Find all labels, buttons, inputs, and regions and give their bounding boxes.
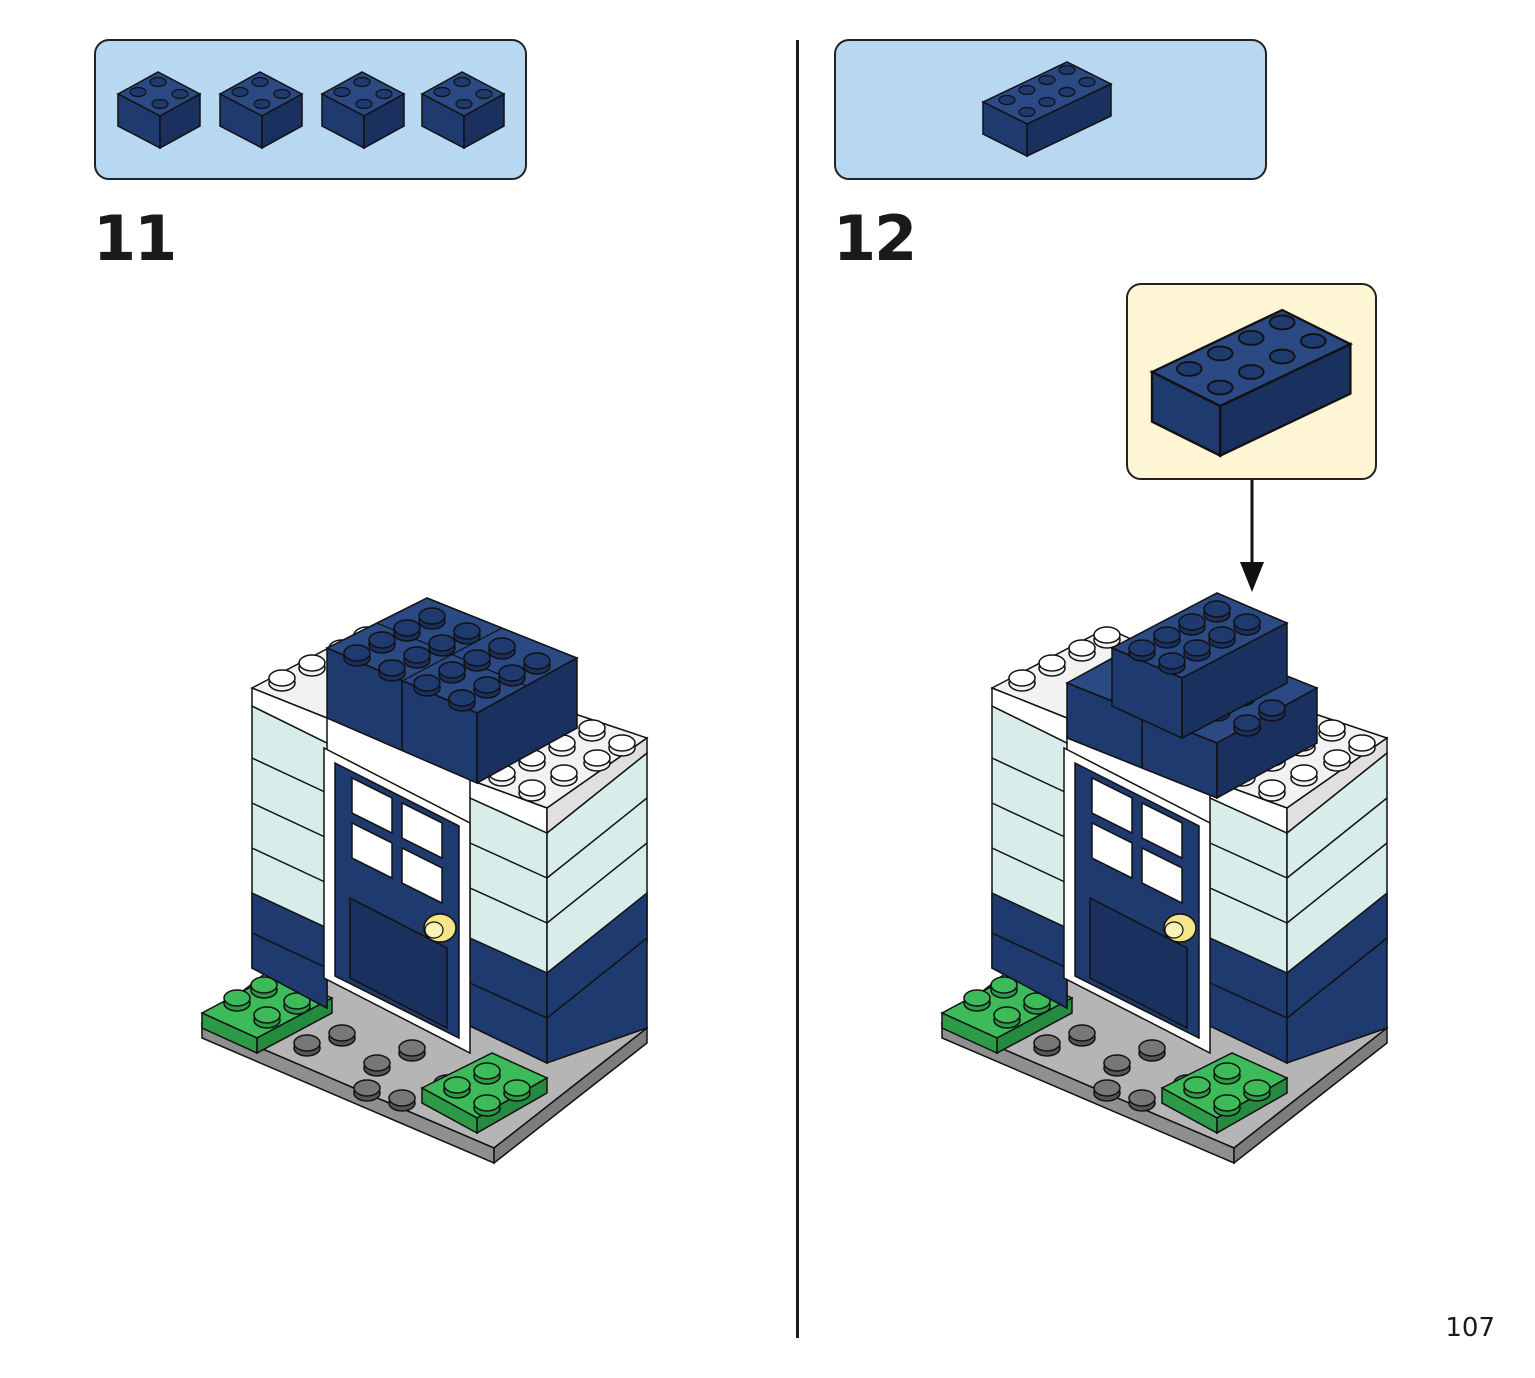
step-12-model [942,592,1387,1163]
step-11-parts-box [94,39,527,180]
step-12-parts-box [834,39,1267,180]
step-number-11: 11 [93,202,177,275]
page-divider [796,40,799,1338]
step-12-arrow [1240,480,1264,592]
step-12-callout [1126,283,1377,480]
step-11-model [202,597,647,1163]
step-number-12: 12 [833,202,917,275]
page-number: 107 [1445,1313,1495,1343]
